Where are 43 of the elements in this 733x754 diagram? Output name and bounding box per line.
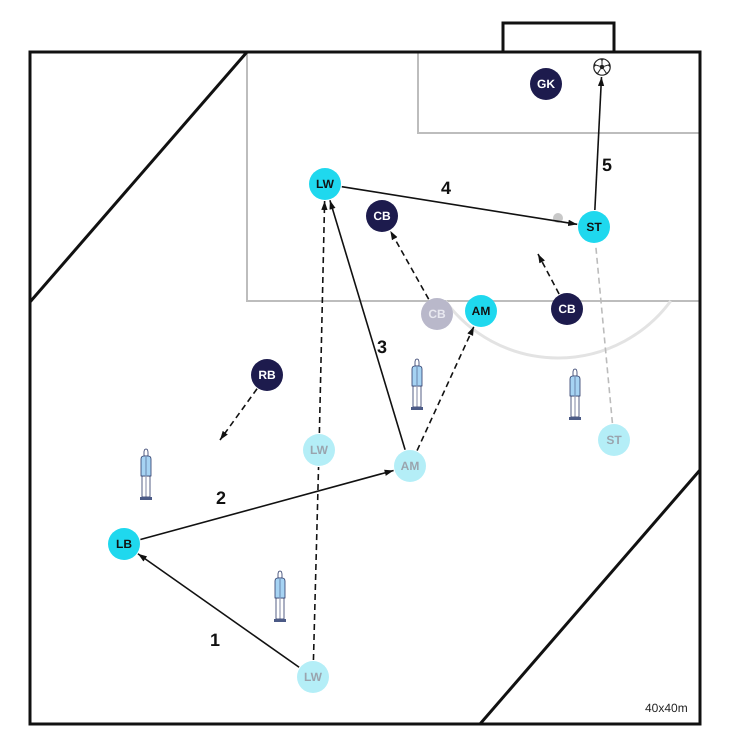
player-circle bbox=[394, 450, 426, 482]
pass-number: 3 bbox=[377, 338, 388, 356]
player-circle bbox=[251, 359, 283, 391]
player-circle bbox=[297, 661, 329, 693]
player-circle bbox=[421, 298, 453, 330]
arrow bbox=[342, 186, 578, 226]
player-circle bbox=[366, 200, 398, 232]
player-circle bbox=[578, 211, 610, 243]
player-circle bbox=[108, 528, 140, 560]
position-label: LW bbox=[304, 671, 322, 683]
position-label: AM bbox=[472, 305, 490, 317]
position-label: CB bbox=[373, 210, 391, 222]
position-label: GK bbox=[537, 78, 555, 90]
dashed-line bbox=[312, 466, 320, 660]
position-label: CB bbox=[558, 303, 576, 315]
ball-icon bbox=[593, 58, 611, 76]
dashed-arrow bbox=[416, 326, 475, 451]
position-label: RB bbox=[258, 369, 276, 381]
player-circle bbox=[303, 434, 335, 466]
position-label: ST bbox=[586, 221, 602, 233]
player-circle bbox=[309, 168, 341, 200]
dashed-arrow bbox=[537, 254, 560, 294]
player-circle bbox=[598, 424, 630, 456]
arrow bbox=[137, 553, 300, 668]
position-label: LB bbox=[116, 538, 132, 550]
pass-number: 5 bbox=[602, 156, 612, 174]
position-label: LW bbox=[310, 444, 328, 456]
position-label: LW bbox=[316, 178, 334, 190]
player-circle bbox=[551, 293, 583, 325]
position-label: AM bbox=[400, 460, 420, 472]
scale-label: 40x40m bbox=[645, 702, 688, 714]
arrow bbox=[140, 470, 394, 540]
pass-number: 4 bbox=[441, 179, 452, 197]
pass-number: 2 bbox=[216, 489, 226, 507]
player-circle bbox=[465, 295, 497, 327]
pass-number: 1 bbox=[210, 631, 220, 649]
position-label: ST bbox=[606, 434, 622, 446]
arrow bbox=[594, 76, 604, 210]
dashed-arrow bbox=[219, 388, 258, 440]
dashed-arrow bbox=[318, 200, 328, 434]
arrow bbox=[329, 200, 406, 450]
player-circle bbox=[530, 68, 562, 100]
dashed-arrow bbox=[390, 230, 430, 300]
